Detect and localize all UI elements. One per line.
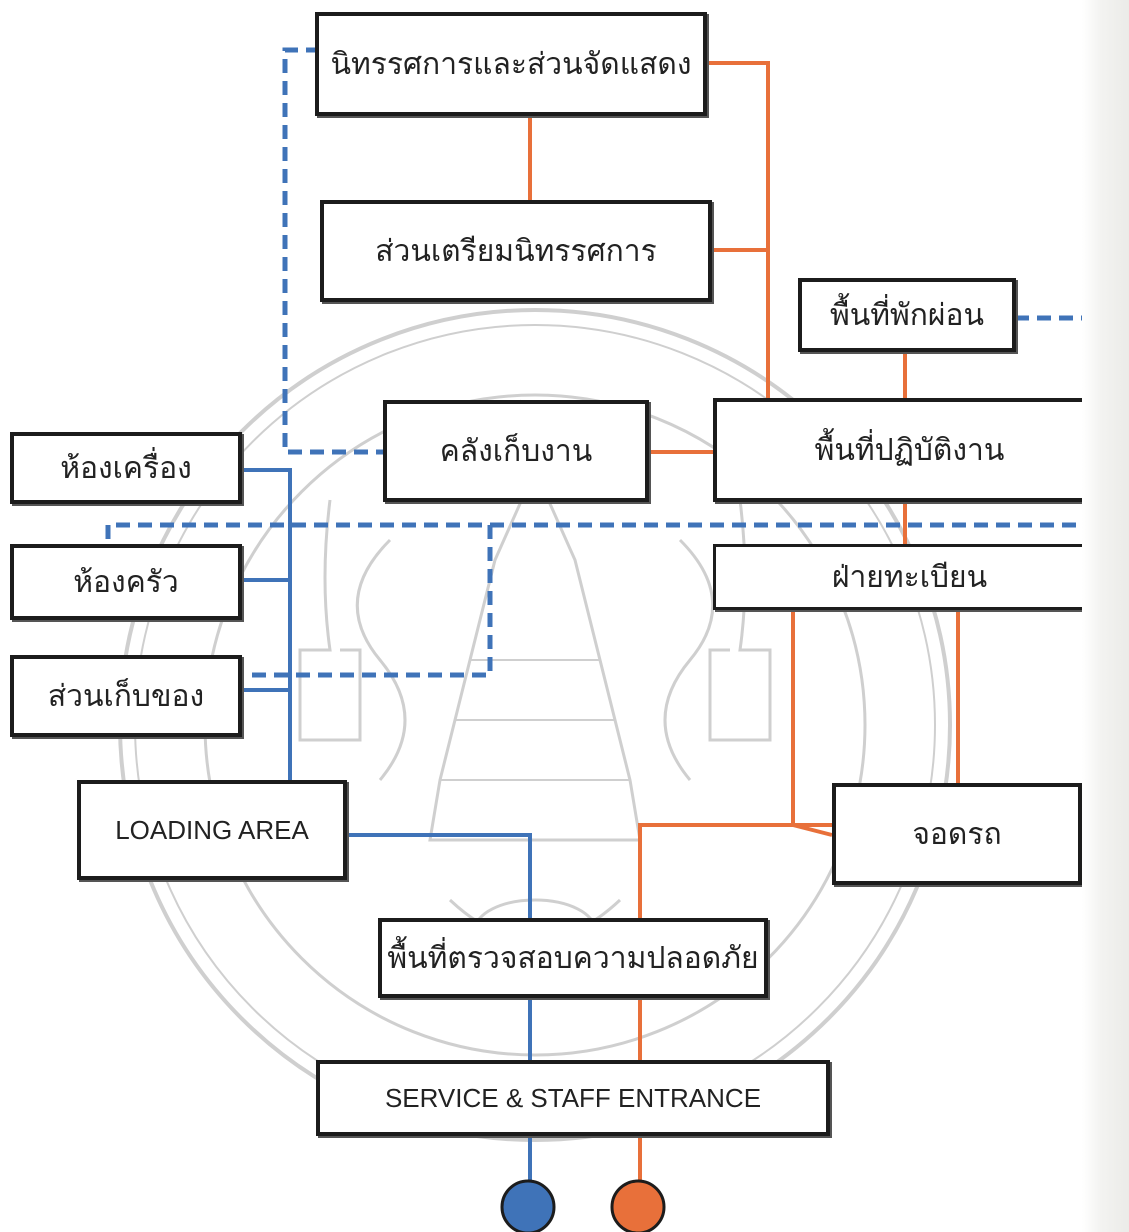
loading-area-label: LOADING AREA [115, 814, 309, 845]
parking-label: จอดรถ [912, 816, 1002, 852]
service-entrance-marker [500, 1179, 556, 1232]
storage-room-node: ส่วนเก็บของ [10, 655, 242, 737]
operation-area-node: พื้นที่ปฏิบัติงาน [713, 398, 1106, 502]
service-entrance-label: SERVICE & STAFF ENTRANCE [384, 1082, 762, 1113]
exhibition-prep-label: ส่วนเตรียมนิทรรศการ [375, 233, 657, 269]
rest-area-node: พื้นที่พักผ่อน [798, 278, 1016, 352]
service-entrance-node: SERVICE & STAFF ENTRANCE [316, 1060, 830, 1136]
kitchen-node: ห้องครัว [10, 544, 242, 620]
kitchen-label: ห้องครัว [73, 564, 179, 600]
storage-warehouse-label: คลังเก็บงาน [439, 433, 593, 469]
rest-area-label: พื้นที่พักผ่อน [829, 297, 985, 333]
loading-area-node: LOADING AREA [77, 780, 347, 880]
staff-entrance-marker [610, 1179, 666, 1232]
exhibition-display-label: นิทรรศการและส่วนจัดแสดง [330, 46, 692, 82]
storage-warehouse-node: คลังเก็บงาน [383, 400, 649, 502]
storage-room-label: ส่วนเก็บของ [47, 678, 205, 714]
machine-room-label: ห้องเครื่อง [60, 450, 192, 486]
exhibition-prep-node: ส่วนเตรียมนิทรรศการ [320, 200, 712, 302]
exhibition-display-node: นิทรรศการและส่วนจัดแสดง [315, 12, 707, 116]
machine-room-node: ห้องเครื่อง [10, 432, 242, 504]
security-check-label: พื้นที่ตรวจสอบความปลอดภัย [387, 940, 759, 976]
orange-connectors [528, 61, 960, 1185]
scan-edge-strip [1082, 0, 1129, 1232]
blue-connectors [240, 468, 532, 1185]
registration-node: ฝ่ายทะเบียน [713, 544, 1106, 610]
parking-node: จอดรถ [832, 783, 1082, 885]
registration-label: ฝ่ายทะเบียน [831, 559, 988, 595]
security-check-node: พื้นที่ตรวจสอบความปลอดภัย [378, 918, 768, 998]
operation-area-label: พื้นที่ปฏิบัติงาน [814, 432, 1005, 468]
